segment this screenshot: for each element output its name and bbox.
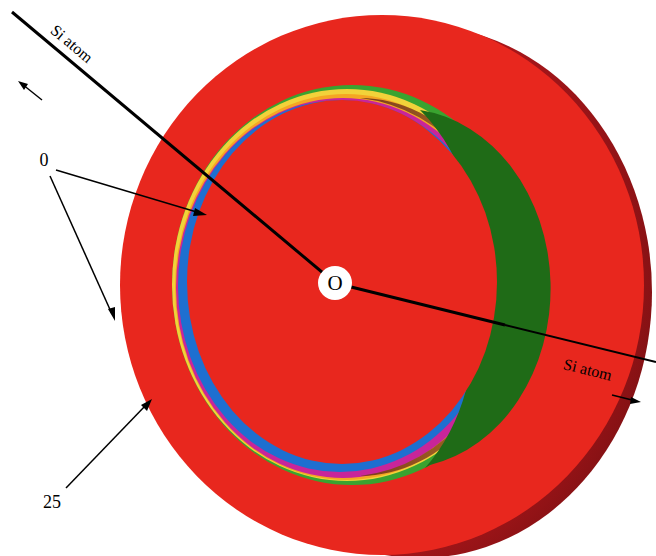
inner-disk — [187, 100, 497, 464]
front-face — [120, 15, 644, 555]
arrow-head — [141, 399, 152, 411]
leader-line — [50, 176, 112, 314]
leader-line — [66, 405, 146, 488]
bond-line — [335, 283, 505, 325]
callout-number: 25 — [43, 493, 61, 511]
atom-symbol: O — [327, 273, 342, 294]
arrow-head — [630, 397, 641, 404]
blue-ring — [178, 100, 502, 472]
arrow-head — [193, 208, 207, 216]
arrow-head — [108, 307, 115, 321]
bond-line — [505, 325, 656, 362]
bond-line — [12, 12, 335, 283]
atom-label: Si atom — [48, 22, 96, 66]
atom-circle: O — [318, 266, 352, 300]
leader-line — [56, 170, 200, 213]
arrow-head — [18, 81, 28, 90]
callout-number: 0 — [40, 151, 49, 169]
